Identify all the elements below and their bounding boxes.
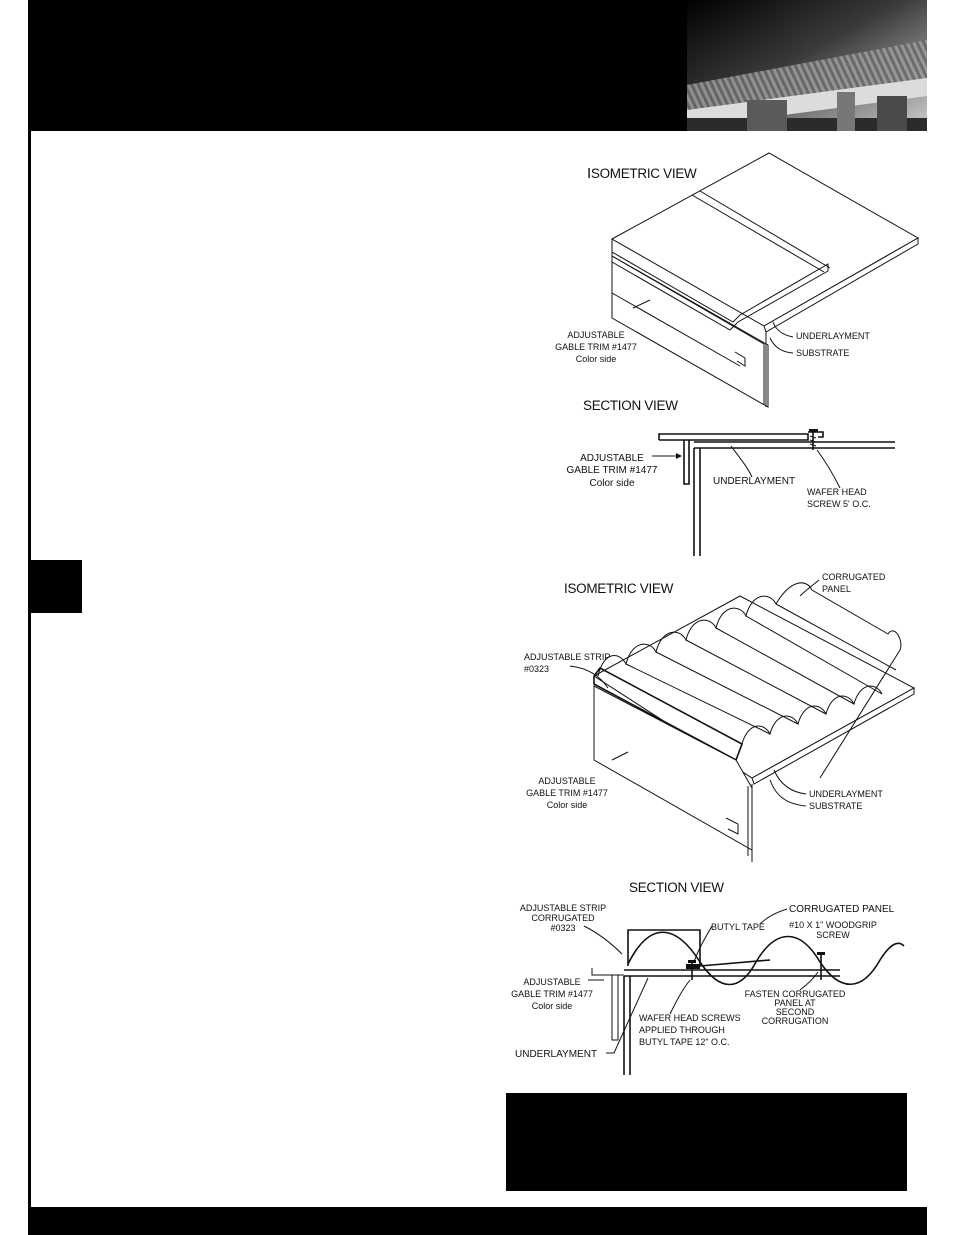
fasten-label-line-2: PANEL AT — [774, 998, 816, 1008]
wafer-screw-label-line-1: WAFER HEAD SCREWS — [639, 1013, 741, 1023]
isometric-view-corrugated-figure: ISOMETRIC VIEW CORRUGATED PANEL ADJUSTAB… — [524, 572, 916, 862]
section-view-corrugated-figure: SECTION VIEW ADJUSTABLE STRIP CORRUGATED… — [511, 880, 905, 1075]
strip-label-line-1: ADJUSTABLE STRIP — [524, 652, 610, 662]
trim-label-line-3: Color side — [547, 800, 588, 810]
trim-label-line-2: GABLE TRIM #1477 — [555, 342, 637, 352]
woodgrip-screw-label-line-2: SCREW — [816, 930, 850, 940]
footer-bar — [28, 1207, 927, 1235]
trim-label-line-3: Color side — [532, 1001, 573, 1011]
corrugated-panel-label: CORRUGATED PANEL — [789, 904, 895, 915]
wafer-screw-label-line-3: BUTYL TAPE 12" O.C. — [639, 1037, 730, 1047]
strip-label-line-2: CORRUGATED — [531, 913, 595, 923]
fasten-label-line-1: FASTEN CORRUGATED — [745, 989, 846, 999]
trim-label-line-1: ADJUSTABLE — [580, 453, 644, 464]
trim-label-line-3: Color side — [589, 478, 634, 489]
trim-label-line-1: ADJUSTABLE — [538, 776, 595, 786]
header-bar — [28, 0, 927, 131]
butyl-tape-label: BUTYL TAPE — [711, 922, 765, 932]
panel-label-line-1: CORRUGATED — [822, 572, 886, 582]
trim-label-line-2: GABLE TRIM #1477 — [511, 989, 593, 999]
section-view-trim-figure: SECTION VIEW ADJUSTABLE GABLE TRIM #1477… — [567, 398, 895, 556]
trim-label-line-2: GABLE TRIM #1477 — [567, 465, 658, 476]
trim-label-line-3: Color side — [576, 354, 617, 364]
underlayment-label: UNDERLAYMENT — [809, 789, 883, 799]
panel-label-line-2: PANEL — [822, 584, 851, 594]
note-box — [506, 1093, 907, 1191]
strip-label-line-3: #0323 — [550, 923, 575, 933]
section-view-heading-2: SECTION VIEW — [629, 880, 724, 895]
fasten-label-line-3: SECOND — [776, 1007, 815, 1017]
underlayment-label: UNDERLAYMENT — [515, 1049, 597, 1060]
isometric-view-heading-2: ISOMETRIC VIEW — [564, 581, 674, 596]
fasten-label-line-4: CORRUGATION — [762, 1016, 829, 1026]
woodgrip-screw-label-line-1: #10 X 1" WOODGRIP — [789, 920, 877, 930]
trim-label-line-1: ADJUSTABLE — [567, 330, 624, 340]
isometric-view-heading: ISOMETRIC VIEW — [587, 165, 697, 182]
wafer-screw-label-line-2: APPLIED THROUGH — [639, 1025, 725, 1035]
underlayment-label: UNDERLAYMENT — [713, 476, 795, 487]
left-margin-rule — [28, 0, 31, 1235]
substrate-label: SUBSTRATE — [809, 801, 862, 811]
section-view-heading: SECTION VIEW — [583, 398, 678, 413]
trim-label-line-2: GABLE TRIM #1477 — [526, 788, 608, 798]
substrate-label: SUBSTRATE — [796, 348, 849, 358]
strip-label-line-1: ADJUSTABLE STRIP — [520, 903, 606, 913]
screw-label-line-2: SCREW 5' O.C. — [807, 499, 871, 509]
strip-label-line-2: #0323 — [524, 664, 549, 674]
screw-label-line-1: WAFER HEAD — [807, 487, 867, 497]
isometric-view-trim-figure: ISOMETRIC VIEW ADJUSTABLE GABLE TRIM #14… — [555, 152, 920, 408]
section-tab — [28, 560, 82, 613]
trim-label-line-1: ADJUSTABLE — [523, 977, 580, 987]
roof-photo — [687, 0, 927, 131]
underlayment-label: UNDERLAYMENT — [796, 331, 870, 341]
